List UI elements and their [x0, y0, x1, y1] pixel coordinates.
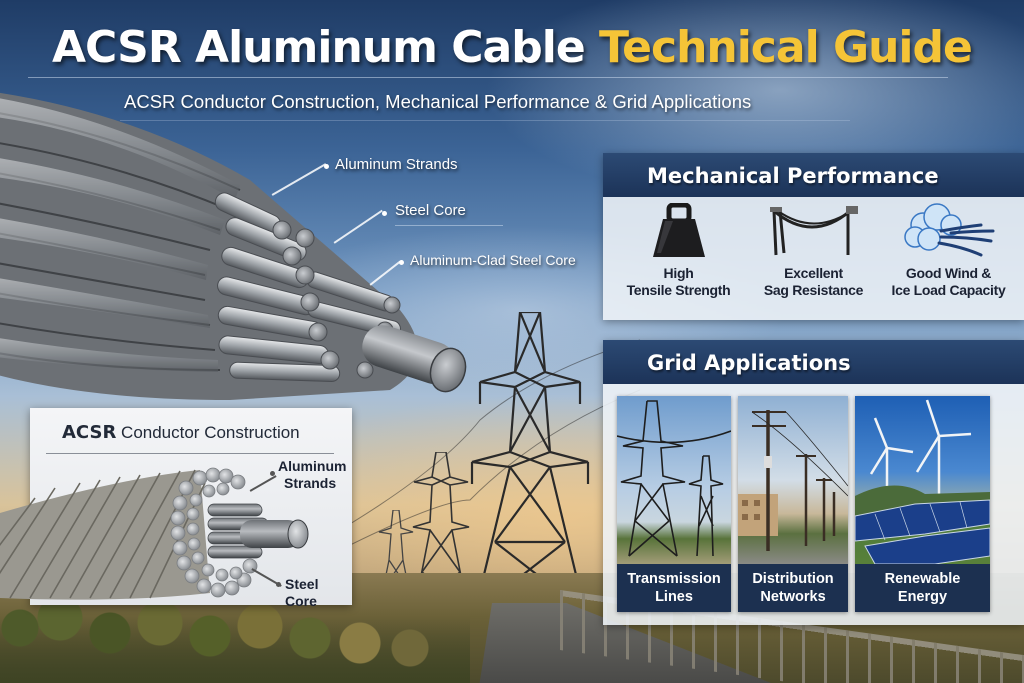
distribution-poles-image — [738, 396, 848, 564]
app-label-line: Renewable — [884, 571, 961, 587]
sagging-cable-icon — [769, 206, 858, 256]
app-label-line: Distribution — [752, 571, 834, 587]
app-card-distribution: Distribution Networks — [738, 396, 848, 612]
label-steel-core: Steel Core — [285, 576, 319, 609]
construction-title-rest: Conductor Construction — [116, 423, 300, 442]
mech-label-line: Sag Resistance — [763, 282, 864, 298]
large-pylon-illustration — [470, 312, 590, 612]
wind-ice-cloud-icon — [903, 203, 994, 257]
mech-item-sag: Excellent Sag Resistance — [751, 203, 876, 299]
wind-solar-image — [855, 396, 990, 564]
title-divider — [28, 77, 948, 78]
weight-icon — [652, 203, 705, 257]
label-aluminum-strands: Aluminum Strands — [278, 458, 346, 492]
app-label: Renewable Energy — [855, 564, 990, 612]
construction-panel-title: ACSR Conductor Construction — [62, 422, 300, 443]
app-card-renewable: Renewable Energy — [855, 396, 990, 612]
wind-turbine-solar-icon — [855, 399, 990, 564]
mech-label: Good Wind & Ice Load Capacity — [886, 265, 1011, 299]
mech-label-line: Excellent — [784, 265, 843, 281]
callout-dot — [399, 260, 404, 265]
label-line: Strands — [284, 475, 337, 491]
mechanical-performance-panel: Mechanical Performance High Tensile Stre… — [603, 153, 1024, 320]
power-lines — [340, 339, 640, 551]
utility-pole-icon — [738, 410, 848, 551]
subtitle-divider — [120, 120, 850, 121]
mechanical-items: High Tensile Strength Excellent Sag Resi… — [603, 197, 1024, 299]
cable-cross-section-illustration — [0, 467, 309, 600]
mech-label-line: Tensile Strength — [626, 282, 731, 298]
app-card-transmission: Transmission Lines — [617, 396, 731, 612]
title-main: ACSR Aluminum Cable — [52, 22, 599, 73]
mech-item-tensile: High Tensile Strength — [616, 203, 741, 299]
label-line: Aluminum — [278, 458, 347, 474]
steel-core-underline — [395, 225, 503, 226]
mechanical-panel-title: Mechanical Performance — [603, 153, 1024, 197]
construction-dot — [276, 582, 281, 587]
app-label-line: Lines — [655, 589, 693, 605]
callout-steel-core: Steel Core — [395, 202, 466, 219]
mech-label-line: Ice Load Capacity — [891, 282, 1006, 298]
construction-dot — [270, 471, 275, 476]
mech-label: High Tensile Strength — [616, 265, 741, 299]
title-accent: Technical Guide — [598, 22, 973, 73]
acsr-cable-illustration — [0, 92, 467, 400]
mech-label: Excellent Sag Resistance — [751, 265, 876, 299]
page-subtitle: ACSR Conductor Construction, Mechanical … — [124, 91, 752, 112]
callout-aluminum-strands: Aluminum Strands — [335, 156, 458, 173]
transmission-towers-image — [617, 396, 731, 564]
medium-pylon-illustration — [412, 452, 470, 612]
page-title: ACSR Aluminum Cable Technical Guide — [52, 22, 973, 73]
construction-panel: ACSR Conductor Construction — [0, 408, 352, 609]
construction-title-bold: ACSR — [62, 422, 117, 443]
app-label-line: Networks — [760, 589, 826, 605]
small-pylon-illustration — [378, 510, 414, 610]
construction-divider — [46, 453, 334, 454]
callout-dot — [324, 164, 329, 169]
transmission-tower-icon — [617, 400, 731, 557]
application-cards: Transmission Lines Distribution Networks — [603, 384, 1024, 612]
mech-label-line: High — [663, 265, 694, 281]
callout-aluminum-clad-steel-core: Aluminum-Clad Steel Core — [410, 252, 576, 268]
callout-dot — [382, 211, 387, 216]
mech-item-wind-ice: Good Wind & Ice Load Capacity — [886, 203, 1011, 299]
grid-panel-title: Grid Applications — [603, 340, 1024, 384]
app-label: Distribution Networks — [738, 564, 848, 612]
mech-label-line: Good Wind & — [905, 265, 992, 281]
app-label: Transmission Lines — [617, 564, 731, 612]
grid-applications-panel: Grid Applications Transmission Lines — [603, 340, 1024, 625]
app-label-line: Transmission — [627, 571, 721, 587]
app-label-line: Energy — [897, 589, 948, 605]
